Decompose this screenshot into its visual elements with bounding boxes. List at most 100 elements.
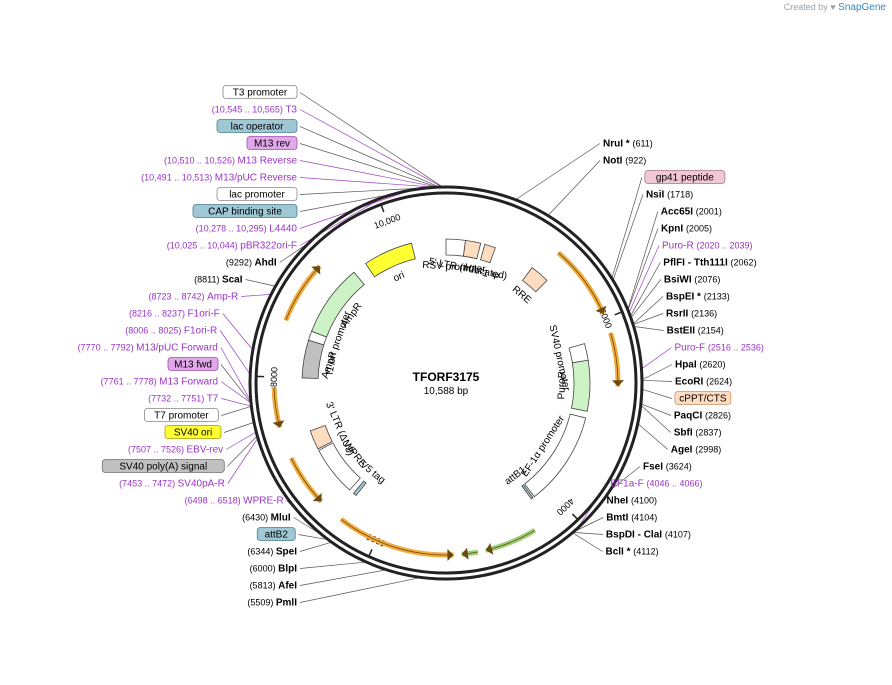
label-t3: (10,545 .. 10,565) T3 [212, 105, 298, 116]
label-location: (6000) [250, 564, 279, 574]
label-location: (7770 .. 7792) [78, 343, 137, 353]
leader-line [299, 561, 367, 569]
leader-line [299, 143, 439, 188]
label-m13-puc-reverse: (10,491 .. 10,513) M13/pUC Reverse [141, 173, 297, 184]
orf-arc [485, 528, 537, 553]
label-text: PaqCI (2826) [674, 411, 731, 422]
ring-inner [254, 191, 638, 575]
label-text: AgeI (2998) [671, 445, 721, 456]
label-text: KpnI (2005) [661, 224, 712, 235]
label-name: BsiWI [664, 275, 695, 286]
label-text: SV40 poly(A) signal [119, 462, 207, 473]
label-bsiwi: BsiWI (2076) [664, 275, 721, 286]
label-agei: AgeI (2998) [671, 445, 721, 456]
label-gp41-peptide: gp41 peptide [644, 170, 726, 184]
label-name: KpnI [661, 224, 686, 235]
label-text: FseI (3624) [643, 462, 692, 473]
orf-arc [608, 332, 621, 387]
label-location: (2001) [696, 207, 722, 217]
backbone-ring [248, 185, 644, 581]
label-text: EF1a-F (4046 .. 4066) [610, 479, 702, 490]
leader-line [227, 437, 259, 484]
leader-line [547, 160, 601, 216]
label-name: PaqCI [674, 411, 705, 422]
label-text: BspEI * (2133) [666, 292, 730, 303]
feature-5-ltr-truncated [462, 239, 482, 260]
label-t7: (7732 .. 7751) T7 [148, 394, 219, 405]
label-afei: (5813) AfeI [250, 581, 298, 592]
label-location: (4112) [633, 547, 658, 557]
leader-line [299, 126, 440, 188]
leader-line [628, 245, 660, 313]
label-location: (7507 .. 7526) [128, 445, 187, 455]
label-text: (10,491 .. 10,513) M13/pUC Reverse [141, 173, 297, 184]
label-text: HpaI (2620) [675, 360, 725, 371]
label-location: (2076) [694, 275, 720, 285]
label-location: (1718) [667, 190, 693, 200]
label-name: NsiI [646, 190, 667, 201]
feature-label-f1-ori: f1 ori [324, 352, 339, 376]
orf-arrowhead [311, 266, 321, 275]
feature-wpre [318, 442, 361, 491]
label-box [164, 425, 222, 439]
label-box [101, 459, 225, 473]
label-name: F1ori-F [188, 309, 220, 320]
label-t3-promoter: T3 promoter [222, 85, 298, 99]
label-location: (2154) [698, 326, 724, 336]
feature-label-puror: PuroR [556, 371, 568, 400]
label-text: (10,545 .. 10,565) T3 [212, 105, 298, 116]
label-location: (2062) [731, 258, 757, 268]
label-bcli: BclI * (4112) [605, 547, 658, 558]
label-text: (7732 .. 7751) T7 [148, 394, 219, 405]
label-paqci: PaqCI (2826) [674, 411, 731, 422]
label-pflfi-tth111i: PflFI - Tth111I (2062) [663, 258, 756, 269]
label-location: (2998) [695, 445, 721, 455]
ring-tick-label: 8000 [269, 367, 280, 387]
leader-line [611, 177, 643, 279]
leader-line [241, 293, 272, 297]
label-location: (10,545 .. 10,565) [212, 105, 286, 115]
label-fsei: FseI (3624) [643, 462, 692, 473]
label-pbr322ori-f: (10,025 .. 10,044) pBR322ori-F [167, 241, 297, 252]
leader-line [222, 313, 254, 351]
label-text: (8811) ScaI [194, 275, 243, 286]
label-sv40-poly-a-signal: SV40 poly(A) signal [101, 459, 225, 473]
label-text: SbfI (2837) [674, 428, 722, 439]
label-name: ScaI [222, 275, 243, 286]
label-name: HpaI [675, 360, 699, 371]
label-puro-f: Puro-F (2516 .. 2536) [674, 343, 763, 354]
label-blpi: (6000) BlpI [250, 564, 298, 575]
label-nhei: NheI (4100) [607, 496, 657, 507]
label-text: M13 fwd [174, 360, 212, 371]
label-location: (2005) [686, 224, 712, 234]
label-scai: (8811) ScaI [194, 275, 243, 286]
label-puro-r: Puro-R (2020 .. 2039) [662, 241, 753, 252]
label-name: Puro-R [662, 241, 696, 252]
label-location: (3624) [666, 462, 692, 472]
label-m13-forward: (7761 .. 7778) M13 Forward [101, 377, 218, 388]
label-text: (7761 .. 7778) M13 Forward [101, 377, 218, 388]
label-name: L4440 [269, 224, 297, 235]
feature-label-ori: ori [392, 270, 407, 285]
brand-credit: Created by ♥ SnapGene [784, 2, 886, 13]
feature-attb1 [521, 484, 534, 500]
orf-arc [556, 250, 606, 315]
label-text: T3 promoter [233, 88, 288, 99]
label-box [192, 204, 298, 218]
label-text: PflFI - Tth111I (2062) [663, 258, 756, 269]
label-lac-promoter: lac promoter [216, 187, 298, 201]
label-ef1a-f: EF1a-F (4046 .. 4066) [610, 479, 702, 490]
leader-line [630, 279, 662, 319]
orf-arc [288, 456, 324, 504]
feature-sv40-promoter [568, 343, 589, 364]
label-wpre-r: (6498 .. 6518) WPRE-R [185, 496, 284, 507]
label-text: RsrII (2136) [666, 309, 717, 320]
leader-line [299, 577, 422, 603]
label-m13-fwd: M13 fwd [167, 357, 219, 371]
label-bsteii: BstEII (2154) [667, 326, 724, 337]
label-cppt-cts: cPPT/CTS [674, 391, 732, 405]
label-l4440: (10,278 .. 10,295) L4440 [196, 224, 298, 235]
orf-arrowhead [595, 305, 607, 314]
